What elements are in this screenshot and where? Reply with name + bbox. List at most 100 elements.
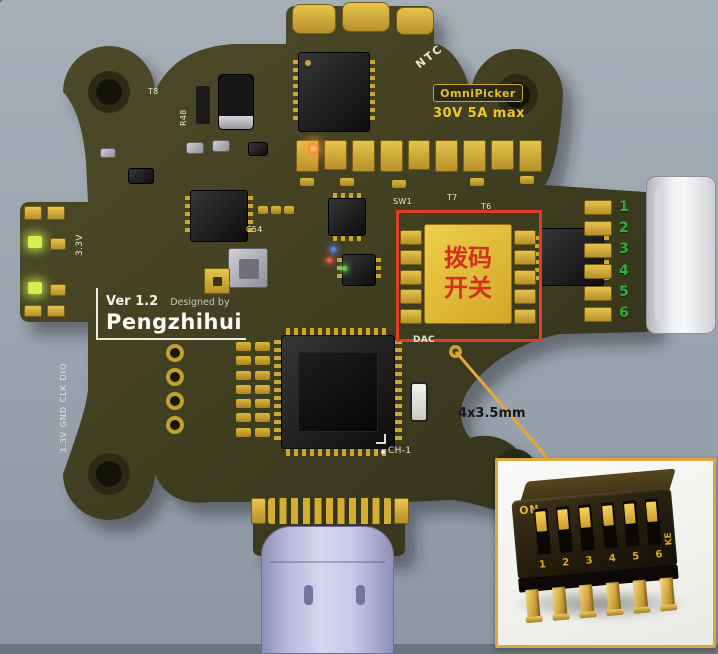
mcu-pins-bottom	[286, 449, 390, 456]
label-3v3: 3.3V	[75, 234, 85, 256]
usb-end-pad	[251, 498, 266, 524]
edge-pad	[47, 206, 65, 220]
power-rating: 30V 5A max	[433, 106, 526, 121]
test-point	[381, 450, 385, 454]
orange-led	[308, 143, 319, 154]
dip-pads-left	[400, 230, 422, 324]
pin-number: 4	[619, 262, 629, 279]
via-pad	[449, 345, 462, 358]
pad-array	[236, 342, 270, 438]
jst-connector	[646, 176, 716, 334]
usbc-seam	[270, 561, 385, 563]
silkscreen-bracket	[376, 434, 386, 444]
dip-switch-footprint: 拨码 开关	[424, 224, 512, 324]
top-pad	[342, 2, 390, 32]
version-label: Ver 1.2	[106, 294, 159, 309]
small-ic	[337, 254, 381, 286]
designed-by-label: Designed by	[170, 297, 230, 308]
switch-number: 1	[538, 559, 547, 571]
smd-pad	[470, 178, 484, 186]
dimension-label: 4x3.5mm	[458, 406, 526, 421]
switch-number: 5	[631, 551, 640, 563]
smd-pad	[300, 178, 314, 186]
smd-pads	[258, 206, 294, 214]
ke-label: KE	[663, 531, 675, 546]
top-pad	[292, 4, 336, 34]
power-ic	[293, 52, 375, 132]
smd-pad	[392, 180, 406, 188]
green-led	[28, 236, 42, 248]
mcu-pins-left	[274, 340, 281, 444]
pin-number: 5	[619, 283, 629, 300]
dip-pads-right	[514, 230, 536, 324]
smd-pad	[520, 176, 534, 184]
smd-component	[248, 142, 268, 156]
usbc-slot	[304, 585, 313, 605]
label-ch1: CH-1	[388, 446, 412, 456]
smd-component	[186, 142, 204, 154]
connector-pads	[584, 200, 612, 322]
green-status-led	[342, 266, 347, 271]
edge-pad	[47, 305, 65, 317]
through-hole	[166, 392, 184, 410]
switch-number: 2	[561, 557, 570, 569]
usbc-slot	[356, 585, 365, 605]
gold-pad-square	[204, 268, 230, 294]
label-t7: T7	[447, 193, 458, 202]
switch-number: 3	[585, 555, 594, 567]
capacitor	[218, 74, 254, 130]
capacitor-row	[296, 140, 543, 172]
mcu-die	[298, 352, 378, 432]
pin-number: 3	[619, 241, 629, 258]
designer-name: Pengzhihui	[106, 310, 243, 334]
edge-pad	[50, 238, 66, 250]
smd-component	[100, 148, 116, 158]
crystal	[410, 382, 428, 422]
metal-module	[228, 248, 268, 288]
smd-component	[128, 168, 154, 184]
label-c54: C54	[246, 225, 263, 234]
version-block: Ver 1.2 Designed by Pengzhihui	[96, 288, 246, 340]
small-ic	[328, 193, 366, 241]
usb-end-pad	[394, 498, 409, 524]
pin-number: 2	[619, 220, 629, 237]
through-hole	[166, 368, 184, 386]
edge-pad	[24, 206, 42, 220]
label-r48: R48	[179, 109, 188, 126]
smd-component	[196, 86, 210, 124]
mcu-pins-right	[395, 340, 402, 444]
debug-header-labels: 3.3V GND CLK DIO	[59, 362, 68, 453]
ic-pins	[293, 60, 298, 124]
switch-number: 6	[655, 549, 664, 561]
dip-label-line2: 开关	[444, 274, 492, 302]
mcu-pins-top	[286, 328, 390, 335]
green-led	[28, 282, 42, 294]
pin-number: 1	[619, 199, 629, 215]
dip-switch-photo: ON KE 1 2 3 4 5 6	[503, 463, 706, 639]
label-t8: T8	[148, 87, 159, 96]
pin-numbers: 1 2 3 4 5 6	[619, 200, 629, 320]
smd-component	[212, 140, 230, 152]
through-hole	[166, 344, 184, 362]
usbc-connector	[261, 526, 394, 654]
edge-pad	[24, 305, 42, 317]
blue-led	[331, 247, 336, 252]
annotation-red-box	[396, 210, 542, 342]
label-t6: T6	[481, 202, 492, 211]
brand-badge: OmniPicker	[433, 84, 523, 102]
smd-pad	[340, 178, 354, 186]
pin1-dot	[305, 60, 311, 66]
top-pad	[396, 7, 434, 35]
label-sw1: SW1	[393, 197, 412, 206]
edge-pad	[50, 284, 66, 296]
capacitor-band	[219, 116, 253, 129]
switch-number: 4	[608, 553, 617, 565]
red-led	[327, 258, 332, 263]
dip-label-line1: 拨码	[444, 244, 492, 273]
connector-slot	[655, 189, 664, 321]
through-hole	[166, 416, 184, 434]
dip-switch-inset-photo: ON KE 1 2 3 4 5 6	[495, 458, 716, 648]
ic-pins	[370, 60, 375, 124]
regulator-ic	[185, 190, 253, 242]
